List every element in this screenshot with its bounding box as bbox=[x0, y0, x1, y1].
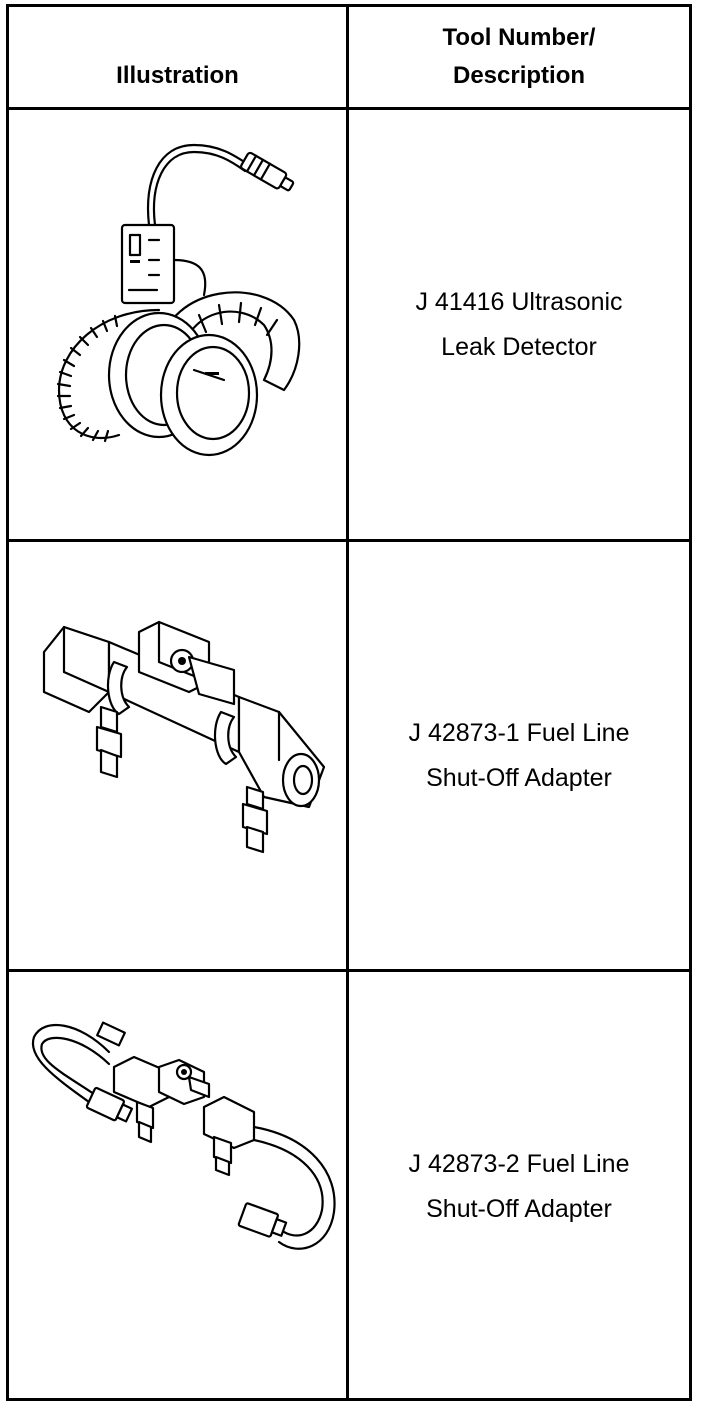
row-1-tool-number: J 41416 Ultrasonic bbox=[415, 287, 623, 316]
fuel-line-shutoff-adapter-hose-illustration bbox=[31, 1021, 336, 1250]
row-2-tool-number: J 42873-1 Fuel Line bbox=[408, 718, 630, 747]
row-3-tool-name: Shut-Off Adapter bbox=[426, 1194, 612, 1223]
tool-table bbox=[6, 4, 692, 1401]
row-divider bbox=[6, 969, 692, 972]
row-divider bbox=[6, 539, 692, 542]
row-2-tool-name: Shut-Off Adapter bbox=[426, 763, 612, 792]
column-divider bbox=[346, 4, 349, 1401]
row-1-tool-name: Leak Detector bbox=[441, 332, 597, 361]
header-illustration: Illustration bbox=[9, 7, 346, 107]
header-tool-number: Tool Number/ Description bbox=[349, 7, 689, 107]
ultrasonic-leak-detector-illustration bbox=[56, 143, 301, 457]
row-1-description: J 41416 Ultrasonic Leak Detector bbox=[349, 110, 689, 539]
header-divider bbox=[6, 107, 692, 110]
header-illustration-label: Illustration bbox=[116, 62, 239, 89]
header-tool-number-line2: Description bbox=[452, 62, 586, 89]
row-3-tool-number: J 42873-2 Fuel Line bbox=[408, 1149, 630, 1178]
row-3-description: J 42873-2 Fuel Line Shut-Off Adapter bbox=[349, 972, 689, 1401]
header-tool-number-line1: Tool Number/ bbox=[442, 24, 596, 51]
fuel-line-shutoff-adapter-illustration bbox=[42, 620, 326, 854]
row-2-description: J 42873-1 Fuel Line Shut-Off Adapter bbox=[349, 542, 689, 969]
